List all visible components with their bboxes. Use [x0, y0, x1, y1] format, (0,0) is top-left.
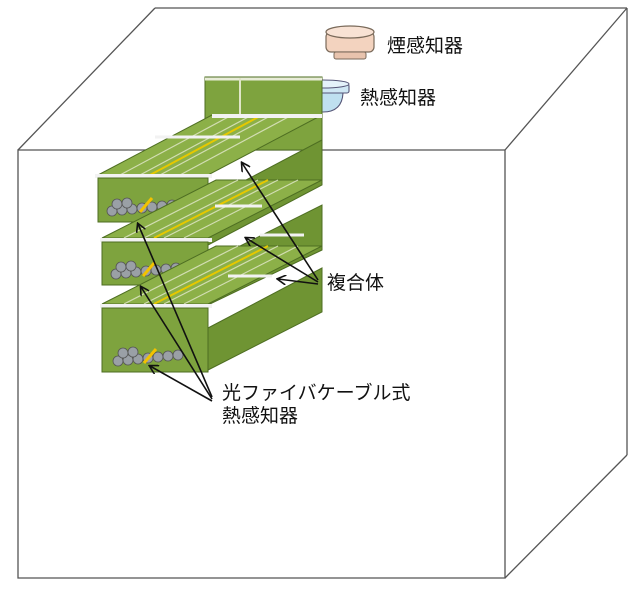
fiber-cable	[138, 197, 154, 213]
room-box	[17, 7, 628, 579]
smoke-detector-icon	[325, 25, 375, 60]
fiber-cable	[142, 348, 158, 364]
fiber-detector-label-line2: 熱感知器	[222, 405, 299, 427]
room-edge	[504, 7, 628, 151]
smoke-detector-label: 煙感知器	[387, 35, 464, 57]
heat-detector-label: 熱感知器	[360, 87, 437, 109]
composite-label: 複合体	[327, 272, 385, 294]
composite-arrows	[242, 163, 319, 284]
room-edge	[17, 7, 156, 151]
fiber-detector-label-line1: 光ファイバケーブル式	[222, 382, 411, 404]
room-edge	[504, 454, 628, 579]
fiber-detector-arrows	[138, 224, 213, 402]
fiber-cable	[141, 261, 157, 277]
